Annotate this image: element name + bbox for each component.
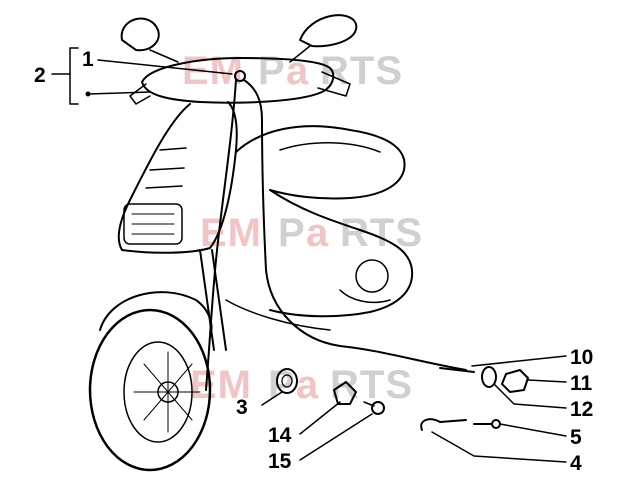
part-12-sleeve (481, 366, 497, 388)
callout-3: 3 (236, 396, 248, 419)
callout-14: 14 (268, 424, 292, 447)
part-14-bracket (333, 381, 357, 405)
rear-detail (339, 289, 391, 304)
part-15-screw-shank (363, 401, 375, 407)
seat-seam (279, 141, 381, 153)
leader-4 (431, 431, 567, 463)
front-rim-spokes (133, 351, 201, 433)
watermark-top: EM P a RTS (182, 49, 403, 93)
front-fork (199, 249, 227, 351)
floorboard (225, 299, 331, 331)
watermark-em: EM (190, 363, 252, 407)
callout-11: 11 (570, 372, 593, 395)
callout-1: 1 (82, 48, 94, 71)
part-5-pin-head (491, 419, 501, 429)
leader-3 (261, 391, 283, 406)
callout-2: 2 (34, 64, 46, 87)
leader-lines (51, 47, 567, 463)
part-15-screw-head (371, 401, 385, 415)
right-grip (317, 71, 351, 97)
callout-5: 5 (570, 426, 582, 449)
watermark-rts: RTS (330, 363, 413, 407)
cable-end-fitting (439, 367, 475, 373)
front-tire (88, 308, 212, 472)
shield-vents (145, 147, 187, 189)
leader-11 (527, 379, 567, 383)
right-mirror (299, 14, 358, 48)
left-grip (129, 83, 151, 105)
callout-numbers: 1 2 3 10 11 12 5 4 14 15 (34, 48, 593, 475)
watermark-a: a (306, 211, 329, 255)
loose-parts (276, 366, 529, 431)
rear-hub (355, 259, 389, 293)
rear-body (269, 189, 414, 318)
leader-1 (97, 59, 233, 75)
part-4-cable-end (420, 418, 467, 431)
leader-2-lower (87, 91, 151, 95)
leader-10 (471, 355, 567, 367)
left-mirror (120, 17, 160, 52)
scooter-drawing (88, 14, 475, 472)
callout-15: 15 (268, 450, 292, 473)
handlebar-center (234, 70, 246, 82)
leader-15 (299, 413, 373, 461)
callout-4: 4 (570, 452, 582, 475)
front-cable (205, 79, 237, 391)
watermark-rts: RTS (320, 49, 403, 93)
handlebar (141, 57, 335, 104)
part-3-clip (276, 368, 298, 394)
watermark-rts: RTS (340, 211, 423, 255)
headlight-panel (123, 203, 183, 245)
watermark-bottom: EM P a RTS (190, 363, 413, 407)
front-mudguard (99, 291, 213, 337)
leader-5 (499, 423, 567, 437)
left-mirror-stem (149, 49, 179, 63)
watermark-a: a (296, 363, 319, 407)
leader-dot (85, 91, 91, 97)
seat (235, 125, 406, 200)
leader-12 (493, 383, 567, 409)
part-3-clip-inner (281, 374, 293, 388)
rear-brake-cable (243, 79, 467, 371)
watermark-p: P (278, 211, 306, 255)
callout-12: 12 (570, 398, 593, 421)
leader-14 (299, 401, 341, 435)
headlight-lines (131, 213, 175, 235)
watermark-middle: EM P a RTS (200, 211, 423, 255)
front-shield (117, 101, 238, 254)
watermark-p: P (258, 49, 286, 93)
bracket-1-2 (69, 47, 79, 105)
watermark-em: EM (182, 49, 244, 93)
part-11-nut (501, 369, 529, 393)
callout-10: 10 (570, 346, 593, 369)
